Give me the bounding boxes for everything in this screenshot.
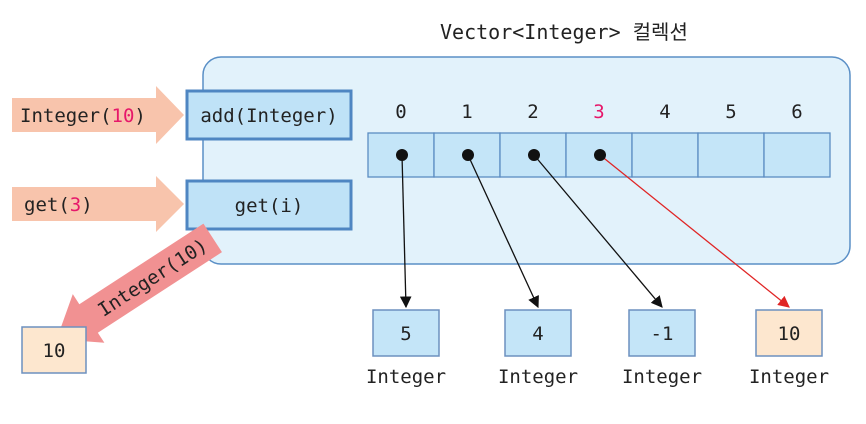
vector-index-label: 6 <box>791 101 802 123</box>
vector-index-label: 1 <box>461 101 472 123</box>
vector-index-label: 3 <box>593 101 604 123</box>
reference-arrow <box>599 154 790 308</box>
integer-type-label: Integer <box>498 366 578 388</box>
vector-index-label: 2 <box>527 101 538 123</box>
add-input-arrow <box>12 86 184 144</box>
integer-object-value: 4 <box>532 323 543 345</box>
get-input-arrow <box>12 176 184 232</box>
add-method-label: add(Integer) <box>200 105 337 127</box>
result-value: 10 <box>43 340 66 362</box>
vector-index-label: 0 <box>395 101 406 123</box>
get-method-box <box>185 179 353 231</box>
reference-arrow <box>399 154 412 309</box>
integer-type-label: Integer <box>622 366 702 388</box>
vector-cell <box>631 132 699 178</box>
integer-object-value: 5 <box>400 323 411 345</box>
integer-type-label: Integer <box>366 366 446 388</box>
integer-type-label: Integer <box>749 366 829 388</box>
integer-object-box <box>755 309 823 357</box>
integer-object-value: -1 <box>651 323 674 345</box>
integer-object-box <box>628 309 696 357</box>
add-method-box <box>185 89 353 141</box>
reference-dot <box>462 149 474 161</box>
get-input-label: get(3) <box>24 194 93 216</box>
integer-object-value: 10 <box>778 323 801 345</box>
add-input-label: Integer(10) <box>20 105 146 127</box>
vector-cell <box>367 132 435 178</box>
reference-dot <box>528 149 540 161</box>
result-box <box>21 326 87 374</box>
vector-index-label: 5 <box>725 101 736 123</box>
output-arrow-label: Integer(10) <box>94 234 212 321</box>
vector-cell <box>763 132 831 178</box>
vector-cell <box>697 132 765 178</box>
integer-object-box <box>504 309 572 357</box>
reference-arrow <box>533 154 663 308</box>
reference-dot <box>396 149 408 161</box>
vector-index-label: 4 <box>659 101 670 123</box>
reference-arrow <box>467 154 539 309</box>
integer-object-box <box>372 309 440 357</box>
get-method-label: get(i) <box>235 195 304 217</box>
diagram-title: Vector<Integer> 컬렉션 <box>440 20 688 44</box>
reference-dot <box>594 149 606 161</box>
